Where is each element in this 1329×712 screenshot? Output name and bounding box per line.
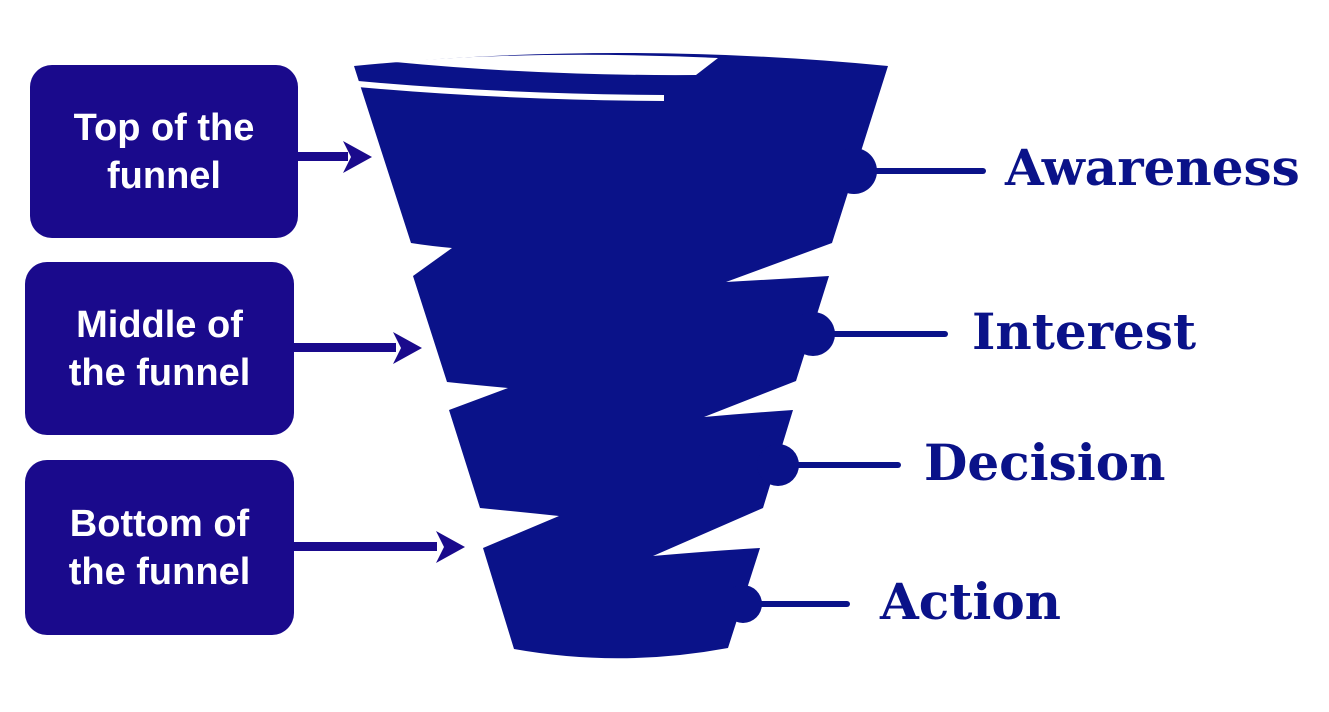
stage-label-decision: Decision (924, 433, 1166, 492)
box-line: the funnel (68, 550, 251, 593)
stage-label-interest: Interest (972, 302, 1197, 361)
box-line: Middle of (76, 303, 243, 346)
arrow-top (298, 141, 372, 173)
stage-label-awareness: Awareness (1005, 138, 1300, 197)
connector-decision (757, 444, 901, 486)
box-line: funnel (107, 154, 221, 197)
arrow-bottom (294, 531, 465, 563)
top-of-funnel-box: Top of the funnel (30, 65, 298, 238)
middle-of-funnel-box: Middle of the funnel (25, 262, 294, 435)
box-line: the funnel (68, 351, 251, 394)
bottom-of-funnel-box: Bottom of the funnel (25, 460, 294, 635)
funnel-rim-gap (357, 81, 665, 101)
connector-awareness (831, 148, 986, 194)
stage-label-action: Action (880, 572, 1062, 631)
connector-action (724, 585, 850, 623)
box-line: Bottom of (69, 502, 250, 545)
arrow-middle (294, 332, 422, 364)
box-line: Top of the (73, 106, 255, 149)
funnel-rim-opening (395, 54, 718, 76)
funnel-body (354, 53, 888, 659)
connector-interest (791, 312, 948, 356)
